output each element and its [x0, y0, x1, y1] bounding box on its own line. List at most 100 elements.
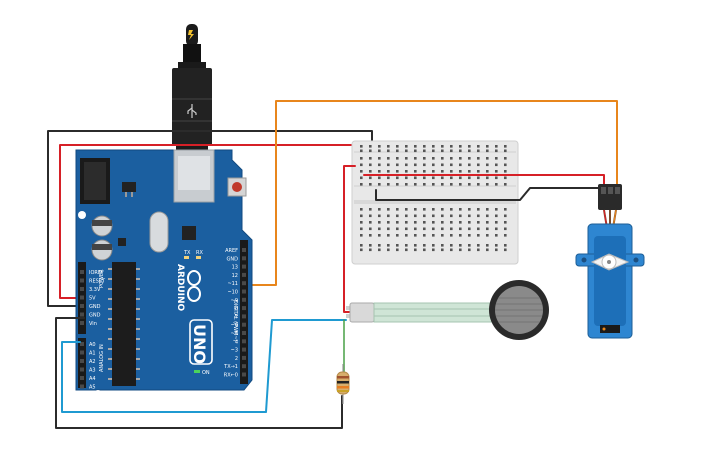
breadboard-hole[interactable]: [477, 149, 480, 153]
analog-pin-socket[interactable]: [80, 350, 84, 355]
digital-pin-socket[interactable]: [242, 364, 246, 369]
breadboard-hole[interactable]: [387, 145, 390, 148]
digital-pin-socket[interactable]: [242, 289, 246, 294]
breadboard-hole[interactable]: [414, 163, 417, 167]
breadboard-hole[interactable]: [360, 208, 363, 211]
breadboard-hole[interactable]: [396, 157, 399, 160]
breadboard-hole[interactable]: [423, 227, 426, 231]
digital-pin-socket[interactable]: [242, 281, 246, 286]
breadboard-hole[interactable]: [432, 145, 435, 148]
breadboard-hole[interactable]: [387, 176, 390, 180]
breadboard-hole[interactable]: [459, 163, 462, 167]
breadboard-hole[interactable]: [387, 157, 390, 160]
breadboard-hole[interactable]: [468, 208, 471, 211]
breadboard-hole[interactable]: [396, 145, 399, 148]
digital-pin-socket[interactable]: [242, 355, 246, 360]
breadboard-hole[interactable]: [387, 163, 390, 167]
breadboard-hole[interactable]: [432, 227, 435, 231]
breadboard-hole[interactable]: [405, 176, 408, 180]
digital-pin-socket[interactable]: [242, 322, 246, 327]
breadboard-hole[interactable]: [504, 244, 507, 247]
mini-breadboard[interactable]: [351, 140, 519, 265]
breadboard-hole[interactable]: [369, 208, 372, 211]
breadboard-hole[interactable]: [495, 234, 498, 237]
breadboard-hole[interactable]: [360, 248, 363, 252]
breadboard-hole[interactable]: [378, 244, 381, 247]
breadboard-hole[interactable]: [477, 214, 480, 218]
breadboard-hole[interactable]: [432, 163, 435, 167]
breadboard-hole[interactable]: [441, 234, 444, 237]
breadboard-hole[interactable]: [495, 145, 498, 148]
breadboard-hole[interactable]: [495, 227, 498, 231]
breadboard-hole[interactable]: [387, 221, 390, 224]
breadboard-hole[interactable]: [486, 145, 489, 148]
breadboard-hole[interactable]: [414, 183, 417, 186]
breadboard-hole[interactable]: [459, 227, 462, 231]
breadboard-hole[interactable]: [486, 244, 489, 247]
breadboard-hole[interactable]: [459, 244, 462, 247]
breadboard-hole[interactable]: [360, 234, 363, 237]
breadboard-hole[interactable]: [432, 234, 435, 237]
digital-pin-socket[interactable]: [242, 256, 246, 261]
breadboard-hole[interactable]: [414, 145, 417, 148]
analog-pin-socket[interactable]: [80, 367, 84, 372]
breadboard-hole[interactable]: [468, 170, 471, 173]
breadboard-hole[interactable]: [369, 244, 372, 247]
breadboard-hole[interactable]: [360, 214, 363, 218]
breadboard-hole[interactable]: [468, 244, 471, 247]
breadboard-hole[interactable]: [477, 244, 480, 247]
breadboard-hole[interactable]: [450, 170, 453, 173]
breadboard-hole[interactable]: [468, 234, 471, 237]
breadboard-hole[interactable]: [369, 170, 372, 173]
breadboard-hole[interactable]: [495, 163, 498, 167]
breadboard-hole[interactable]: [459, 208, 462, 211]
breadboard-hole[interactable]: [414, 248, 417, 252]
breadboard-hole[interactable]: [378, 163, 381, 167]
breadboard-hole[interactable]: [459, 234, 462, 237]
breadboard-hole[interactable]: [423, 176, 426, 180]
breadboard-hole[interactable]: [360, 149, 363, 153]
breadboard-hole[interactable]: [405, 248, 408, 252]
breadboard-hole[interactable]: [504, 163, 507, 167]
breadboard-hole[interactable]: [495, 157, 498, 160]
breadboard-hole[interactable]: [477, 208, 480, 211]
breadboard-hole[interactable]: [441, 244, 444, 247]
breadboard-hole[interactable]: [441, 221, 444, 224]
breadboard-hole[interactable]: [504, 214, 507, 218]
power-pin-socket[interactable]: [80, 270, 84, 274]
breadboard-hole[interactable]: [405, 244, 408, 247]
breadboard-hole[interactable]: [423, 145, 426, 148]
breadboard-hole[interactable]: [459, 170, 462, 173]
breadboard-hole[interactable]: [450, 214, 453, 218]
servo-horn[interactable]: [590, 253, 630, 271]
breadboard-hole[interactable]: [441, 170, 444, 173]
breadboard-hole[interactable]: [423, 157, 426, 160]
digital-pin-socket[interactable]: [242, 272, 246, 277]
breadboard-hole[interactable]: [396, 248, 399, 252]
breadboard-hole[interactable]: [378, 157, 381, 160]
breadboard-hole[interactable]: [405, 214, 408, 218]
breadboard-hole[interactable]: [369, 248, 372, 252]
power-pin-socket[interactable]: [80, 321, 84, 325]
breadboard-hole[interactable]: [396, 221, 399, 224]
breadboard-hole[interactable]: [486, 248, 489, 252]
breadboard-hole[interactable]: [504, 248, 507, 252]
breadboard-hole[interactable]: [396, 244, 399, 247]
breadboard-hole[interactable]: [477, 157, 480, 160]
breadboard-hole[interactable]: [486, 163, 489, 167]
usb-cable[interactable]: [172, 24, 212, 152]
breadboard-hole[interactable]: [405, 145, 408, 148]
breadboard-hole[interactable]: [387, 170, 390, 173]
breadboard-hole[interactable]: [396, 149, 399, 153]
breadboard-hole[interactable]: [486, 221, 489, 224]
breadboard-hole[interactable]: [369, 183, 372, 186]
breadboard-hole[interactable]: [450, 244, 453, 247]
breadboard-hole[interactable]: [504, 176, 507, 180]
breadboard-hole[interactable]: [450, 183, 453, 186]
breadboard-hole[interactable]: [468, 183, 471, 186]
breadboard-hole[interactable]: [396, 227, 399, 231]
breadboard-hole[interactable]: [477, 221, 480, 224]
breadboard-hole[interactable]: [414, 208, 417, 211]
breadboard-hole[interactable]: [450, 149, 453, 153]
breadboard-hole[interactable]: [504, 149, 507, 153]
